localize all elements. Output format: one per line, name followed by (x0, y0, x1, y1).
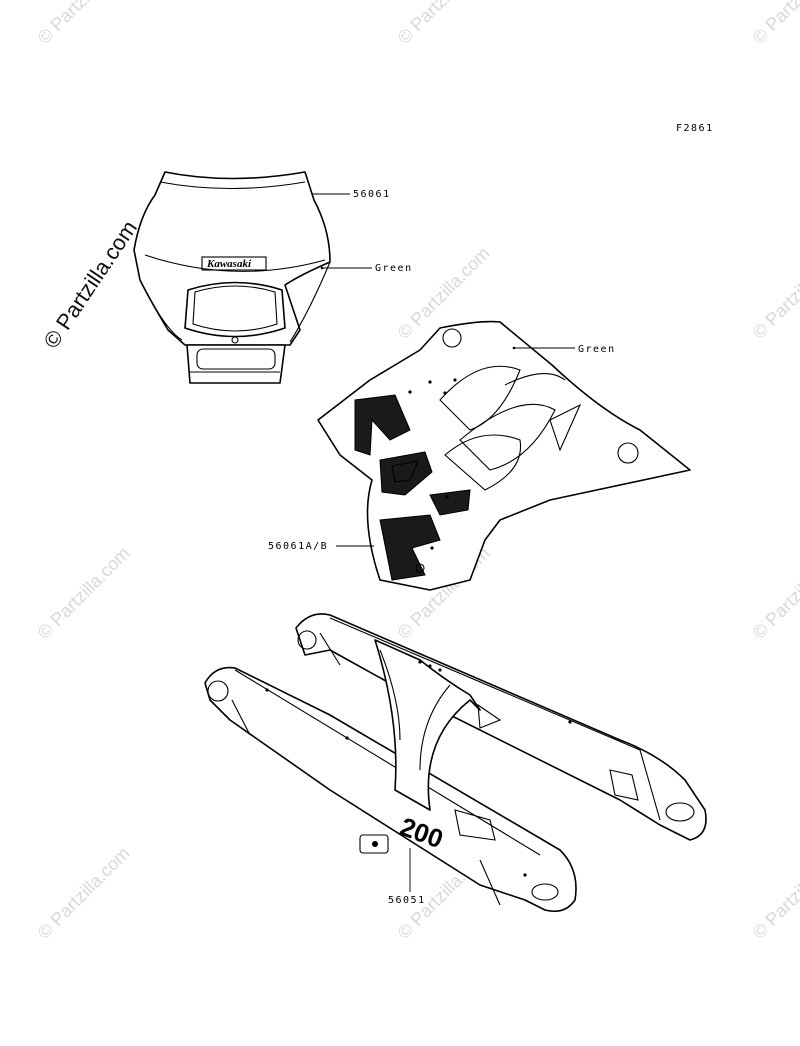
part-number-56061: 56061 (353, 189, 391, 200)
color-label-green-headlight: Green (375, 263, 413, 274)
watermark-tile: © Partzilla.com (749, 543, 800, 643)
watermark-tile: © Partzilla.com (394, 0, 494, 48)
watermark-tile: © Partzilla.com (34, 543, 134, 643)
watermark-tile: © Partzilla.com (34, 0, 134, 48)
part-number-56051: 56051 (388, 895, 426, 906)
color-label-green-side-cover: Green (578, 344, 616, 355)
figure-code: F2861 (676, 123, 714, 134)
kawasaki-logo-text: Kawasaki (206, 258, 252, 270)
watermark-tile: © Partzilla.com (749, 0, 800, 48)
watermark-main: © Partzilla.com (38, 216, 142, 353)
headlight-cowl: Kawasaki (133, 171, 331, 384)
side-cover (317, 320, 691, 591)
watermark-tile: © Partzilla.com (749, 243, 800, 343)
watermark-tile: © Partzilla.com (34, 843, 134, 943)
swingarm: 200 (204, 613, 707, 913)
part-number-56061ab: 56061A/B (268, 541, 328, 552)
watermark-tile: © Partzilla.com (749, 843, 800, 943)
